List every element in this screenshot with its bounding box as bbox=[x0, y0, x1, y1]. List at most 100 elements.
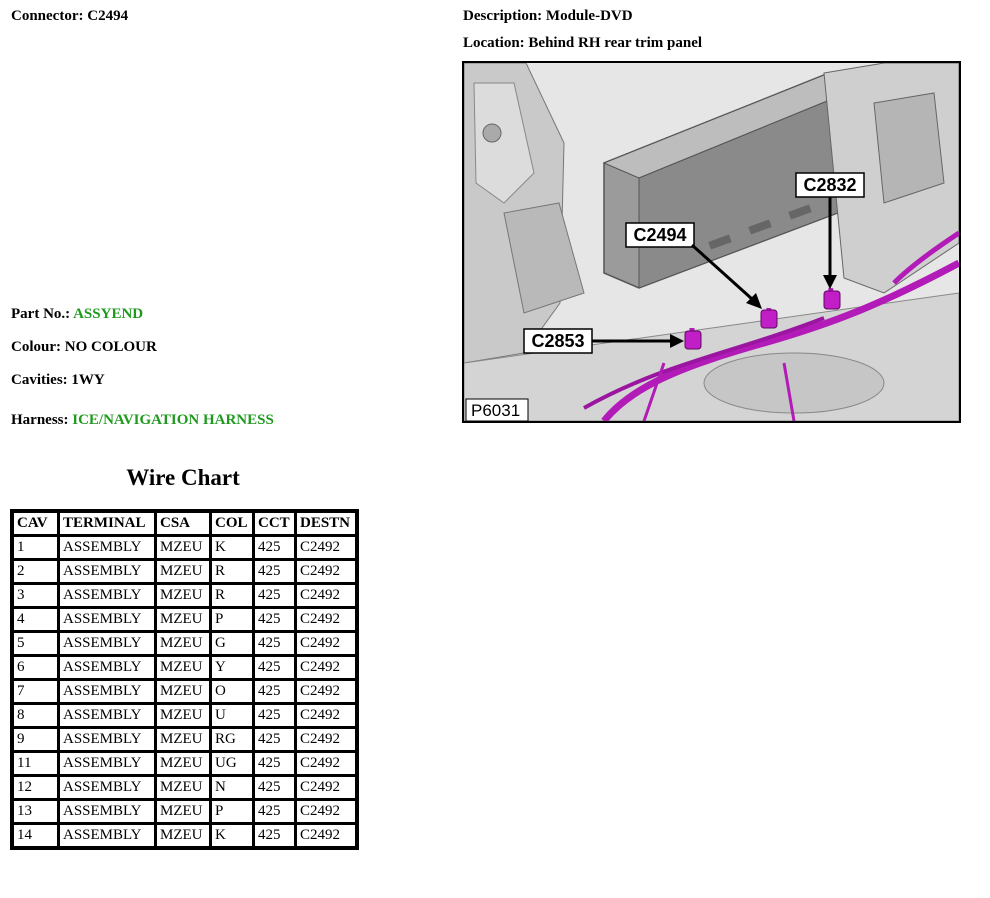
part-no-link[interactable]: ASSYEND bbox=[73, 306, 144, 322]
cell-terminal: ASSEMBLY bbox=[60, 705, 154, 726]
cell-cav: 6 bbox=[14, 657, 57, 678]
cell-csa: MZEU bbox=[157, 705, 209, 726]
column-header-destn: DESTN bbox=[297, 513, 355, 534]
description-label: Description: bbox=[463, 8, 543, 24]
part-no-line: Part No.: ASSYEND bbox=[11, 306, 143, 323]
cell-col: RG bbox=[212, 729, 252, 750]
harness-link[interactable]: ICE/NAVIGATION HARNESS bbox=[72, 412, 274, 428]
cell-cav: 9 bbox=[14, 729, 57, 750]
cavities-line: Cavities: 1WY bbox=[11, 372, 105, 389]
cell-cav: 1 bbox=[14, 537, 57, 558]
cell-csa: MZEU bbox=[157, 561, 209, 582]
cell-cav: 2 bbox=[14, 561, 57, 582]
cell-col: G bbox=[212, 633, 252, 654]
connector-c2832 bbox=[823, 290, 841, 310]
connector-label: Connector: bbox=[11, 8, 84, 24]
column-header-csa: CSA bbox=[157, 513, 209, 534]
cell-cct: 425 bbox=[255, 609, 294, 630]
column-header-col: COL bbox=[212, 513, 252, 534]
cell-terminal: ASSEMBLY bbox=[60, 657, 154, 678]
cell-col: K bbox=[212, 825, 252, 846]
cell-destn: C2492 bbox=[297, 561, 355, 582]
cell-col: R bbox=[212, 585, 252, 606]
cell-terminal: ASSEMBLY bbox=[60, 825, 154, 846]
table-header-row: CAV TERMINAL CSA COL CCT DESTN bbox=[14, 513, 355, 534]
cell-terminal: ASSEMBLY bbox=[60, 561, 154, 582]
cell-col: N bbox=[212, 777, 252, 798]
cell-terminal: ASSEMBLY bbox=[60, 801, 154, 822]
cell-col: Y bbox=[212, 657, 252, 678]
cell-cav: 11 bbox=[14, 753, 57, 774]
cell-cav: 14 bbox=[14, 825, 57, 846]
description-line: Description: Module-DVD bbox=[463, 8, 633, 25]
cell-cav: 7 bbox=[14, 681, 57, 702]
cell-cct: 425 bbox=[255, 801, 294, 822]
cell-cav: 8 bbox=[14, 705, 57, 726]
connector-c2853 bbox=[684, 330, 702, 350]
location-illustration: C2832 C2494 C2853 P6031 bbox=[464, 63, 959, 421]
part-no-label: Part No.: bbox=[11, 306, 71, 322]
cell-terminal: ASSEMBLY bbox=[60, 609, 154, 630]
harness-label: Harness: bbox=[11, 412, 69, 428]
cell-col: P bbox=[212, 609, 252, 630]
cell-csa: MZEU bbox=[157, 825, 209, 846]
cell-terminal: ASSEMBLY bbox=[60, 777, 154, 798]
cell-destn: C2492 bbox=[297, 825, 355, 846]
cell-terminal: ASSEMBLY bbox=[60, 633, 154, 654]
cell-col: O bbox=[212, 681, 252, 702]
cavities-label: Cavities: bbox=[11, 372, 68, 388]
colour-label: Colour: bbox=[11, 339, 61, 355]
cell-cct: 425 bbox=[255, 705, 294, 726]
cell-col: K bbox=[212, 537, 252, 558]
cell-destn: C2492 bbox=[297, 609, 355, 630]
callout-c2494: C2494 bbox=[633, 225, 686, 245]
cell-terminal: ASSEMBLY bbox=[60, 753, 154, 774]
cell-csa: MZEU bbox=[157, 657, 209, 678]
cell-csa: MZEU bbox=[157, 633, 209, 654]
connector-c2494 bbox=[760, 309, 778, 329]
cell-destn: C2492 bbox=[297, 537, 355, 558]
cell-terminal: ASSEMBLY bbox=[60, 537, 154, 558]
cell-cct: 425 bbox=[255, 657, 294, 678]
wire-chart-title: Wire Chart bbox=[126, 465, 240, 490]
colour-line: Colour: NO COLOUR bbox=[11, 339, 157, 356]
cell-terminal: ASSEMBLY bbox=[60, 585, 154, 606]
cell-csa: MZEU bbox=[157, 729, 209, 750]
connector-line: Connector: C2494 bbox=[11, 8, 128, 25]
cell-csa: MZEU bbox=[157, 777, 209, 798]
cell-destn: C2492 bbox=[297, 705, 355, 726]
cell-terminal: ASSEMBLY bbox=[60, 681, 154, 702]
cell-cav: 4 bbox=[14, 609, 57, 630]
cell-cct: 425 bbox=[255, 681, 294, 702]
cell-col: U bbox=[212, 705, 252, 726]
photo-reference: P6031 bbox=[471, 401, 520, 420]
cell-destn: C2492 bbox=[297, 801, 355, 822]
callout-c2853: C2853 bbox=[531, 331, 584, 351]
cavities-value: 1WY bbox=[71, 372, 105, 388]
cell-csa: MZEU bbox=[157, 801, 209, 822]
cell-cct: 425 bbox=[255, 753, 294, 774]
cell-cct: 425 bbox=[255, 561, 294, 582]
cell-col: P bbox=[212, 801, 252, 822]
location-value: Behind RH rear trim panel bbox=[528, 35, 703, 51]
cell-cav: 12 bbox=[14, 777, 57, 798]
cell-destn: C2492 bbox=[297, 753, 355, 774]
cell-cct: 425 bbox=[255, 777, 294, 798]
cell-cav: 5 bbox=[14, 633, 57, 654]
cell-destn: C2492 bbox=[297, 657, 355, 678]
cell-csa: MZEU bbox=[157, 753, 209, 774]
cell-cct: 425 bbox=[255, 729, 294, 750]
location-line: Location: Behind RH rear trim panel bbox=[463, 35, 702, 52]
cell-cct: 425 bbox=[255, 825, 294, 846]
